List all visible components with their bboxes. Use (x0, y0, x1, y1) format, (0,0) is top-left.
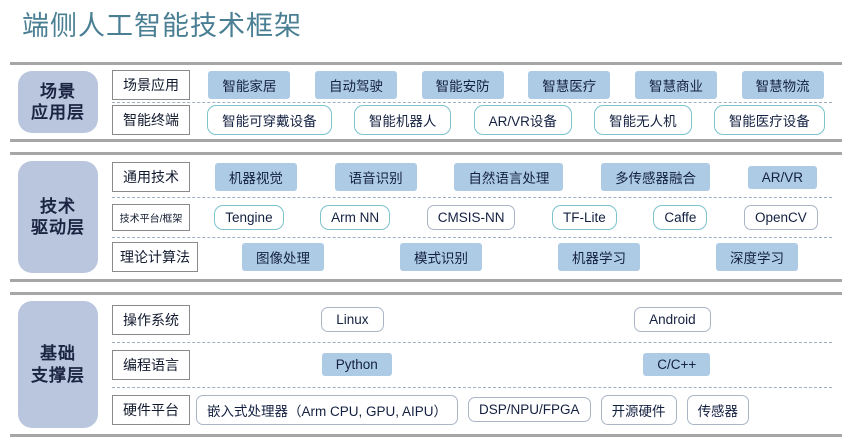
pill-group: 机器视觉 语音识别 自然语言处理 多传感器融合 AR/VR (196, 163, 836, 191)
layer-label-line1: 基础 (40, 344, 76, 364)
pill-item[interactable]: 深度学习 (716, 243, 798, 271)
row-label: 理论计算法 (112, 242, 198, 272)
pill-item[interactable]: AR/VR (747, 165, 818, 189)
pill-item[interactable]: 智能无人机 (594, 104, 692, 135)
pill-item[interactable]: 智能医疗设备 (713, 104, 825, 135)
layer-label-line2: 驱动层 (31, 218, 85, 237)
row-scene-applications: 场景应用 智能家居 自动驾驶 智能安防 智慧医疗 智慧商业 智慧物流 (112, 67, 836, 102)
pill-item[interactable]: 智能家居 (208, 70, 291, 99)
row-label: 通用技术 (112, 162, 190, 192)
pill-item[interactable]: 自然语言处理 (454, 163, 564, 191)
pill-item[interactable]: Tengine (214, 204, 284, 230)
pill-item[interactable]: 智慧物流 (741, 70, 824, 99)
pill-item[interactable]: Arm NN (320, 204, 391, 230)
pill-item[interactable]: Linux (321, 307, 384, 332)
row-scene-terminals: 智能终端 智能可穿戴设备 智能机器人 AR/VR设备 智能无人机 智能医疗设备 (112, 102, 836, 137)
pill-item[interactable]: 模式识别 (400, 243, 482, 271)
row-label: 操作系统 (112, 304, 190, 335)
row-general-technology: 通用技术 机器视觉 语音识别 自然语言处理 多传感器融合 AR/VR (112, 157, 836, 197)
pill-item[interactable]: Caffe (653, 204, 708, 230)
layer-label-line2: 支撑层 (31, 365, 85, 385)
pill-item[interactable]: 图像处理 (242, 243, 324, 271)
pill-item[interactable]: AR/VR设备 (473, 104, 572, 135)
row-operating-system: 操作系统 Linux Android (112, 297, 836, 342)
pill-item[interactable]: 语音识别 (334, 163, 417, 191)
page-title: 端侧人工智能技术框架 (22, 11, 302, 41)
layer-label-base: 基础 支撑层 (18, 301, 98, 428)
pill-item[interactable]: 智慧商业 (634, 70, 717, 99)
layer-section-scene: 场景 应用层 场景应用 智能家居 自动驾驶 智能安防 智慧医疗 智慧商业 智慧物… (10, 62, 842, 142)
pill-item[interactable]: 开源硬件 (600, 394, 677, 425)
row-programming-language: 编程语言 Python C/C++ (112, 342, 836, 387)
pill-item[interactable]: Android (634, 307, 711, 332)
pill-item[interactable]: TF-Lite (552, 204, 617, 230)
layer-label-technology: 技术 驱动层 (18, 161, 98, 273)
layer-section-base: 基础 支撑层 操作系统 Linux Android 编程语言 Python C/… (10, 292, 842, 437)
pill-item[interactable]: CMSIS-NN (426, 204, 516, 230)
row-platforms-frameworks: 技术平台/框架 Tengine Arm NN CMSIS-NN TF-Lite … (112, 197, 836, 237)
pill-item[interactable]: 自动驾驶 (314, 70, 397, 99)
pill-group: 智能可穿戴设备 智能机器人 AR/VR设备 智能无人机 智能医疗设备 (196, 104, 836, 135)
layer-label-line1: 技术 (40, 196, 76, 216)
pill-group: 智能家居 自动驾驶 智能安防 智慧医疗 智慧商业 智慧物流 (196, 70, 836, 99)
pill-group: 嵌入式处理器（Arm CPU, GPU, AIPU） DSP/NPU/FPGA … (196, 394, 836, 425)
layer-rows-technology: 通用技术 机器视觉 语音识别 自然语言处理 多传感器融合 AR/VR 技术平台/… (98, 155, 842, 279)
pill-item[interactable]: 智能安防 (421, 70, 504, 99)
pill-item[interactable]: 智慧医疗 (528, 70, 611, 99)
layer-rows-base: 操作系统 Linux Android 编程语言 Python C/C++ 硬件平… (98, 295, 842, 434)
layer-rows-scene: 场景应用 智能家居 自动驾驶 智能安防 智慧医疗 智慧商业 智慧物流 智能终端 … (98, 65, 842, 139)
pill-item[interactable]: 机器视觉 (214, 163, 297, 191)
pill-item[interactable]: C/C++ (643, 353, 711, 376)
pill-group: Python C/C++ (196, 353, 836, 376)
pill-item[interactable]: 传感器 (686, 394, 750, 425)
row-label: 编程语言 (112, 349, 190, 380)
pill-item[interactable]: OpenCV (743, 204, 818, 230)
pill-item[interactable]: DSP/NPU/FPGA (468, 397, 591, 422)
row-label: 技术平台/框架 (112, 203, 190, 231)
pill-item[interactable]: 智能机器人 (353, 104, 452, 135)
layer-label-scene: 场景 应用层 (18, 71, 98, 133)
pill-group: 图像处理 模式识别 机器学习 深度学习 (204, 243, 836, 271)
pill-group: Linux Android (196, 307, 836, 332)
layer-label-line2: 应用层 (31, 103, 85, 122)
pill-group: Tengine Arm NN CMSIS-NN TF-Lite Caffe Op… (196, 204, 836, 230)
pill-item[interactable]: 多传感器融合 (601, 163, 711, 191)
pill-item[interactable]: 嵌入式处理器（Arm CPU, GPU, AIPU） (196, 394, 459, 425)
row-label: 场景应用 (112, 69, 190, 100)
pill-item[interactable]: 机器学习 (558, 243, 640, 271)
row-hardware-platform: 硬件平台 嵌入式处理器（Arm CPU, GPU, AIPU） DSP/NPU/… (112, 387, 836, 432)
row-label: 硬件平台 (112, 394, 190, 425)
layer-section-technology: 技术 驱动层 通用技术 机器视觉 语音识别 自然语言处理 多传感器融合 AR/V… (10, 152, 842, 282)
row-label: 智能终端 (112, 104, 190, 135)
pill-item[interactable]: Python (321, 353, 392, 376)
row-theory-algorithms: 理论计算法 图像处理 模式识别 机器学习 深度学习 (112, 237, 836, 277)
layer-label-line1: 场景 (40, 81, 76, 101)
pill-item[interactable]: 智能可穿戴设备 (207, 104, 332, 135)
